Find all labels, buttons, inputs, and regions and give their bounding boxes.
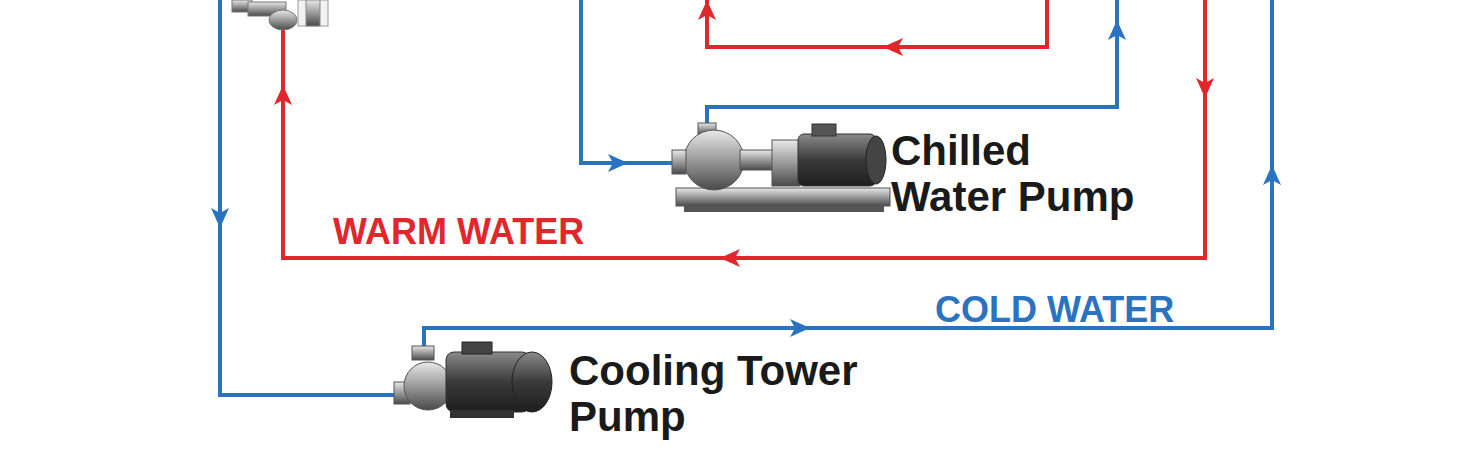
- motor-cap: [512, 352, 552, 412]
- water-pipe: [581, 0, 672, 163]
- flow-arrow: [720, 249, 740, 267]
- fitting: [298, 0, 328, 26]
- flow-label: WARM WATER: [333, 212, 584, 252]
- flow-arrow: [883, 38, 903, 56]
- flow-arrow: [1108, 20, 1126, 40]
- flow-arrow: [608, 154, 628, 172]
- flow-arrow: [274, 85, 292, 105]
- flow-arrow: [1263, 165, 1281, 185]
- pump-label: Chilled Water Pump: [891, 128, 1147, 220]
- fitting: [306, 0, 320, 26]
- water-pipe: [283, 0, 1205, 258]
- flow-arrow: [1196, 78, 1214, 98]
- pump-foot: [450, 410, 514, 418]
- water-pipe: [707, 0, 1117, 125]
- flow-label: COLD WATER: [935, 290, 1174, 330]
- pump-coupling: [772, 140, 800, 186]
- water-pipe: [707, 0, 1047, 47]
- fitting: [269, 10, 297, 30]
- pump-outlet: [412, 346, 434, 360]
- pump-volute: [684, 130, 744, 190]
- flow-arrow: [211, 208, 229, 228]
- motor-box: [812, 124, 836, 136]
- water-pipe: [220, 0, 396, 395]
- chilled-water-pump: [672, 123, 890, 212]
- pump-shaft: [740, 150, 776, 170]
- cooling-tower-pump: [394, 342, 552, 418]
- flow-arrow: [698, 0, 716, 20]
- pump-base: [684, 206, 884, 212]
- pump-label: Cooling Tower Pump: [569, 348, 869, 440]
- pump-flange: [672, 150, 686, 174]
- motor-cap: [866, 136, 886, 184]
- tower-fittings: [232, 0, 328, 30]
- pump-base: [676, 188, 890, 206]
- flow-arrow: [790, 319, 810, 337]
- pipe-network: [211, 0, 1281, 395]
- pump-motor: [798, 134, 876, 186]
- pump-body: [404, 362, 452, 410]
- motor-box: [462, 342, 492, 354]
- water-pipe: [424, 0, 1272, 348]
